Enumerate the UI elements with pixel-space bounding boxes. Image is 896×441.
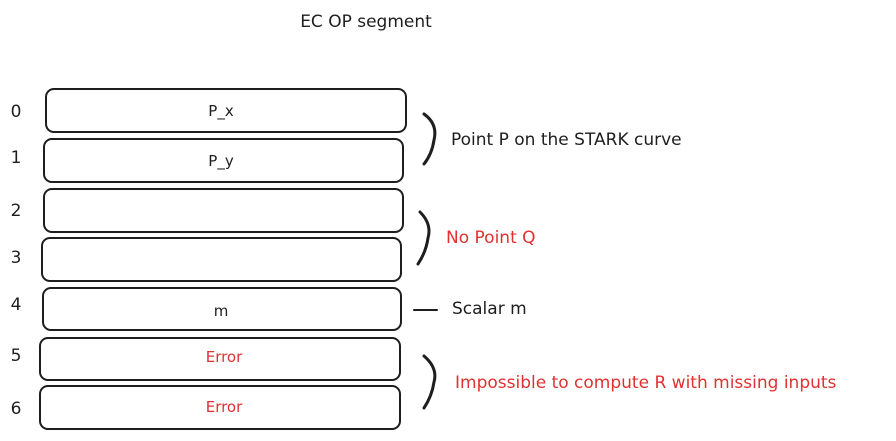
diagram-title: EC OP segment — [300, 12, 432, 32]
annotation-point-p: Point P on the STARK curve — [451, 130, 682, 150]
memory-cell-0 — [45, 88, 407, 133]
memory-cell-5 — [39, 337, 401, 381]
cell-index-1: 1 — [11, 148, 22, 168]
brace-point-p-icon — [422, 112, 437, 166]
memory-cell-4 — [42, 287, 402, 331]
cell-value-1: P_y — [208, 152, 234, 171]
memory-cell-2 — [43, 188, 404, 233]
memory-cell-1 — [43, 138, 404, 183]
memory-cell-6 — [39, 385, 401, 430]
brace-no-point-q-icon — [416, 210, 431, 266]
cell-value-4: m — [214, 302, 229, 320]
cell-value-5: Error — [206, 348, 243, 366]
cell-index-4: 4 — [11, 295, 22, 315]
cell-value-0: P_x — [208, 102, 234, 121]
brace-impossible-icon — [422, 354, 437, 410]
cell-index-2: 2 — [11, 201, 22, 221]
cell-value-6: Error — [206, 398, 243, 416]
memory-cell-3 — [41, 237, 402, 282]
cell-index-3: 3 — [11, 248, 22, 268]
annotation-no-point-q: No Point Q — [446, 228, 536, 248]
cell-index-6: 6 — [11, 399, 22, 419]
cell-index-5: 5 — [11, 346, 22, 366]
annotation-scalar-m: Scalar m — [452, 299, 527, 319]
annotation-impossible: Impossible to compute R with missing inp… — [455, 373, 837, 393]
cell-index-0: 0 — [11, 102, 22, 122]
